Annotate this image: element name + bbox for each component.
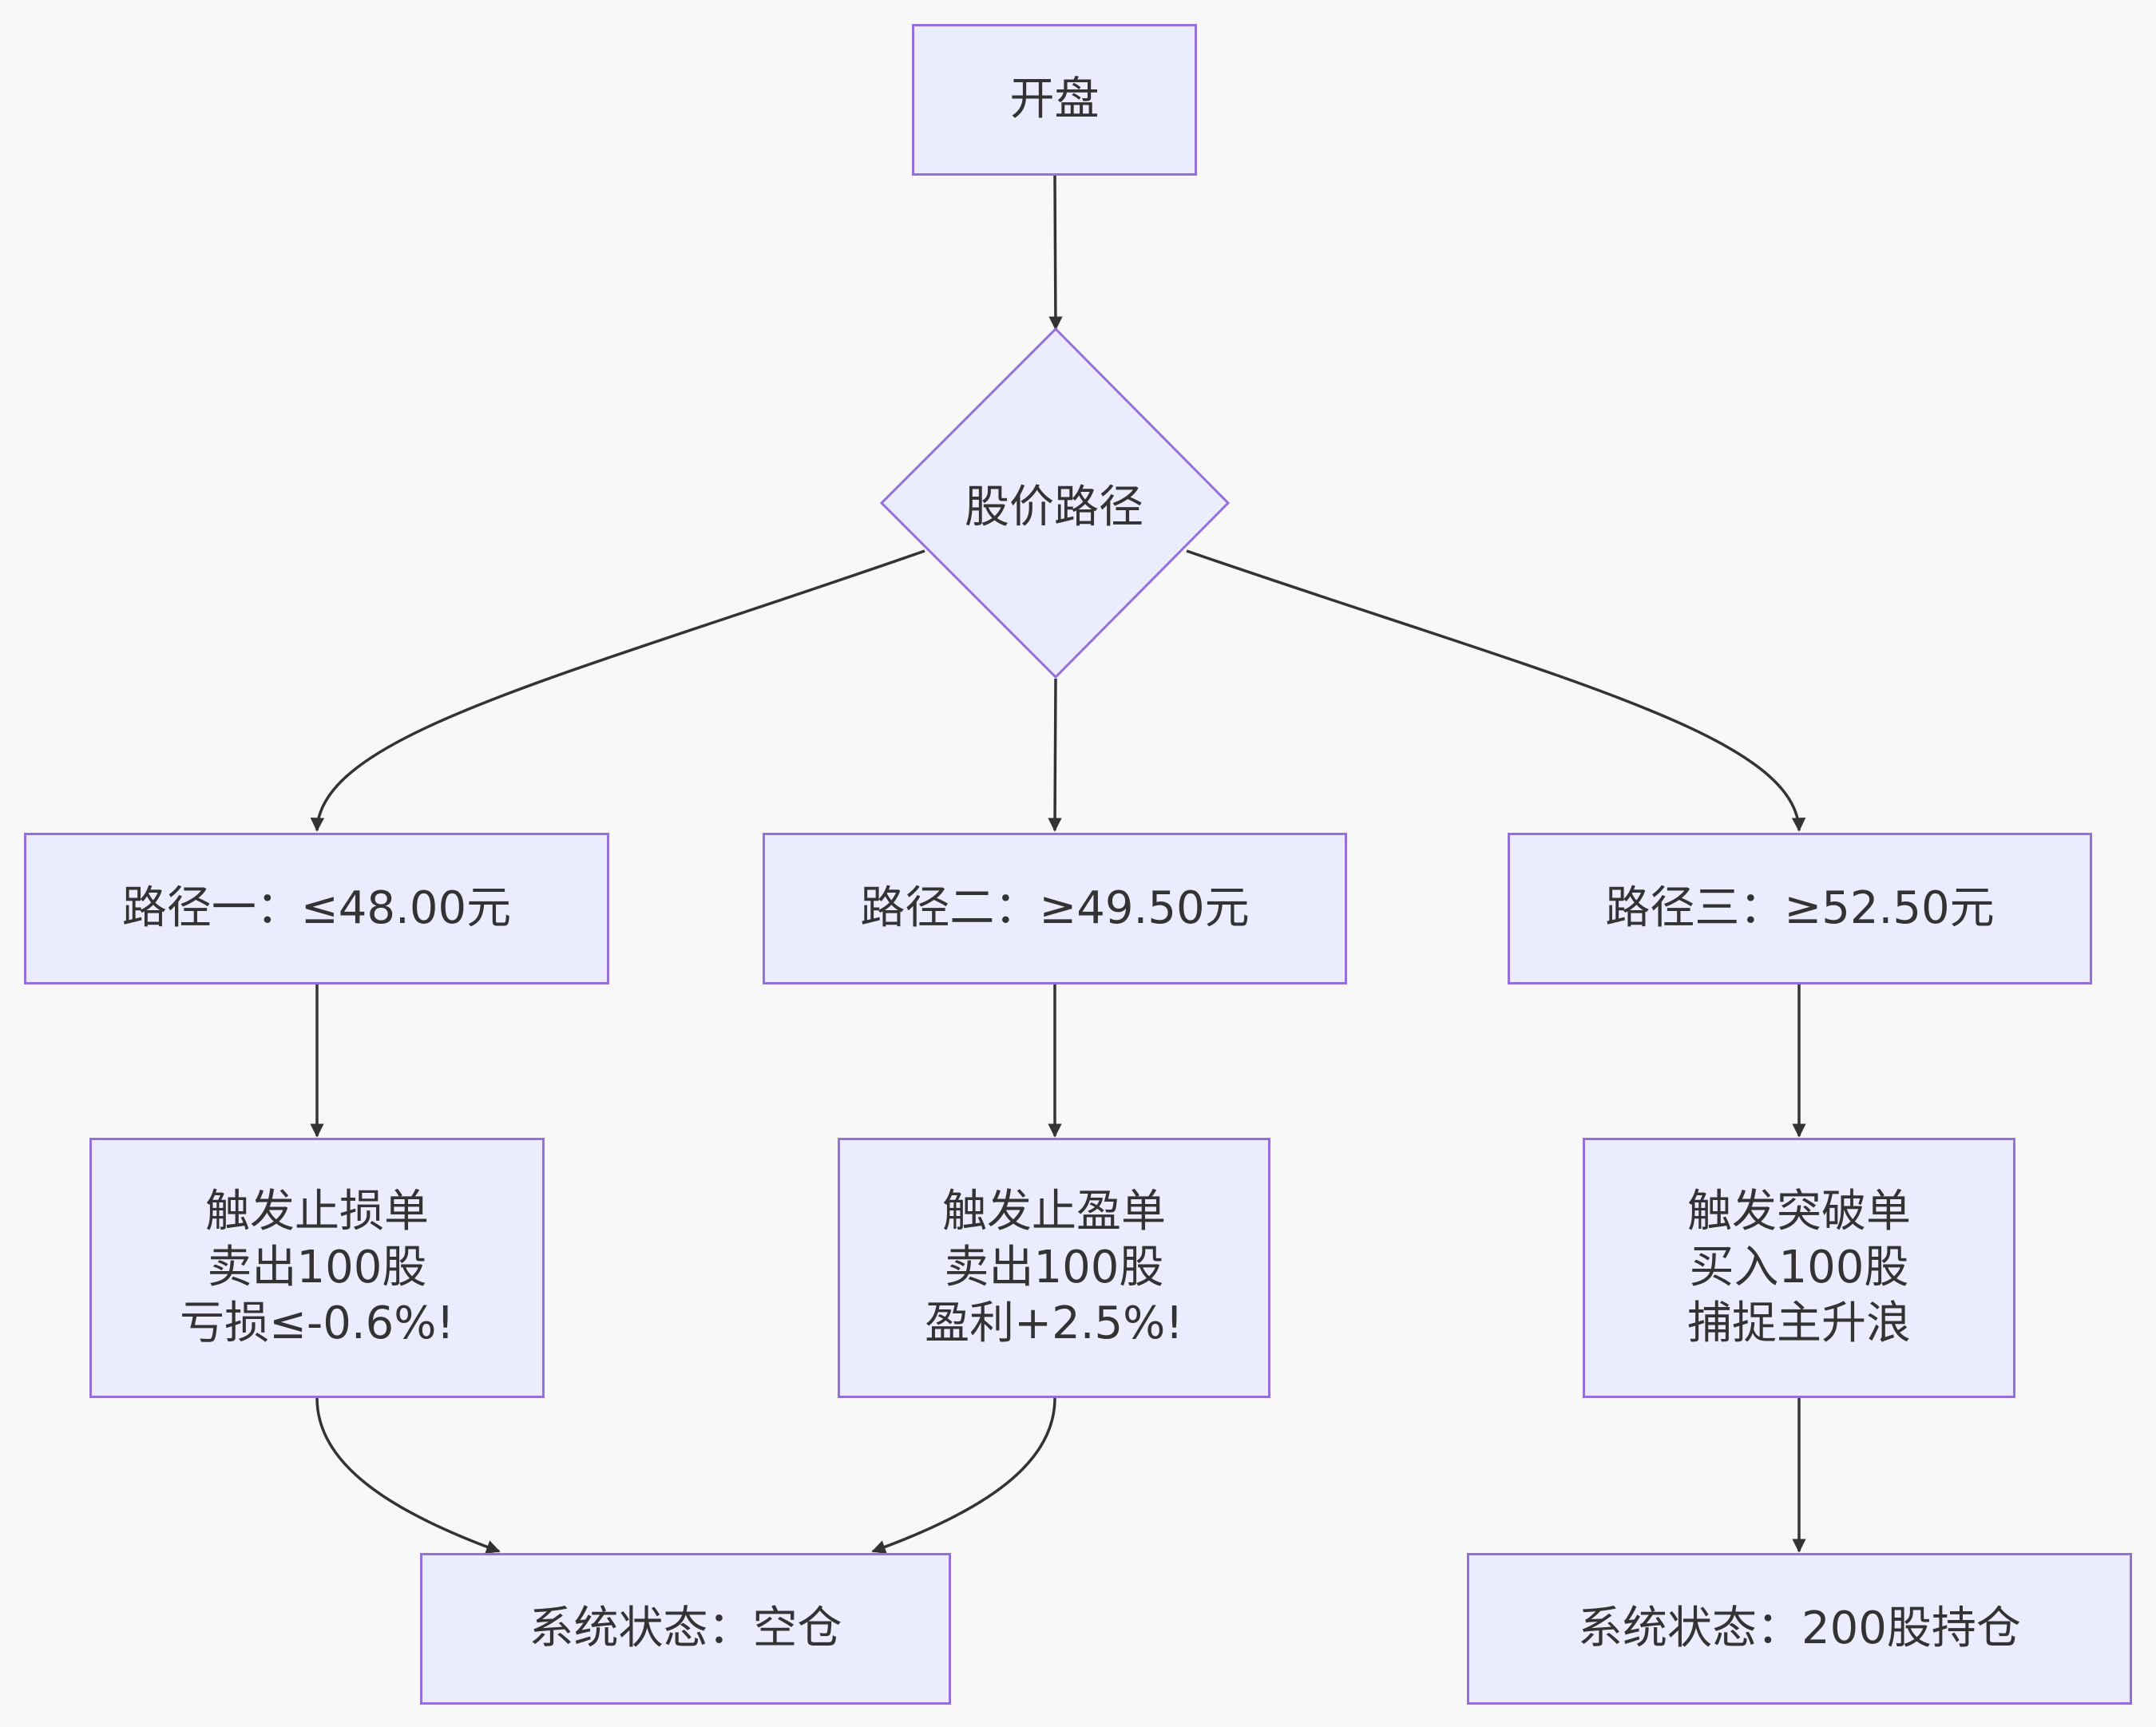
edge-stoploss-to-empty (315, 1397, 501, 1554)
node-breakout: 触发突破单 买入100股 捕捉主升浪 (1583, 1138, 2015, 1398)
node-state-empty: 系统状态：空仓 (420, 1553, 951, 1705)
breakout-line-3: 捕捉主升浪 (1687, 1297, 1911, 1349)
edge-decision-to-path3 (1186, 549, 1806, 832)
node-state-hold: 系统状态：200股持仓 (1467, 1553, 2132, 1705)
node-state-hold-label: 系统状态：200股持仓 (1578, 1602, 2021, 1654)
breakout-line-2: 买入100股 (1689, 1242, 1909, 1293)
node-stop-loss: 触发止损单 卖出100股 亏损≤-0.6%! (89, 1138, 545, 1398)
stop-loss-line-1: 触发止损单 (204, 1186, 429, 1238)
edge-decision-to-path1 (310, 549, 925, 832)
node-path1-label: 路径一：≤48.00元 (121, 882, 512, 934)
node-state-empty-label: 系统状态：空仓 (529, 1602, 842, 1654)
breakout-line-1: 触发突破单 (1687, 1186, 1911, 1238)
node-path3: 路径三：≥52.50元 (1508, 833, 2092, 984)
node-path2: 路径二：≥49.50元 (763, 833, 1347, 984)
edge-takeprofit-to-empty (871, 1397, 1056, 1554)
take-profit-line-3: 盈利+2.5%! (925, 1297, 1183, 1349)
node-path3-label: 路径三：≥52.50元 (1605, 882, 1995, 934)
node-path2-label: 路径二：≥49.50元 (860, 882, 1250, 934)
node-path1: 路径一：≤48.00元 (24, 833, 609, 984)
node-open-label: 开盘 (1009, 73, 1100, 125)
stop-loss-line-3: 亏损≤-0.6%! (180, 1297, 454, 1349)
take-profit-line-1: 触发止盈单 (941, 1186, 1166, 1238)
node-take-profit: 触发止盈单 卖出100股 盈利+2.5%! (838, 1138, 1270, 1398)
stop-loss-line-2: 卖出100股 (207, 1242, 427, 1293)
edge-open-to-decision (1048, 175, 1063, 331)
decision-diamond (879, 327, 1231, 679)
edge-decision-to-path2 (1048, 678, 1062, 832)
node-open: 开盘 (912, 24, 1197, 176)
node-decision-label: 股价路径 (965, 481, 1143, 533)
take-profit-line-2: 卖出100股 (944, 1242, 1164, 1293)
